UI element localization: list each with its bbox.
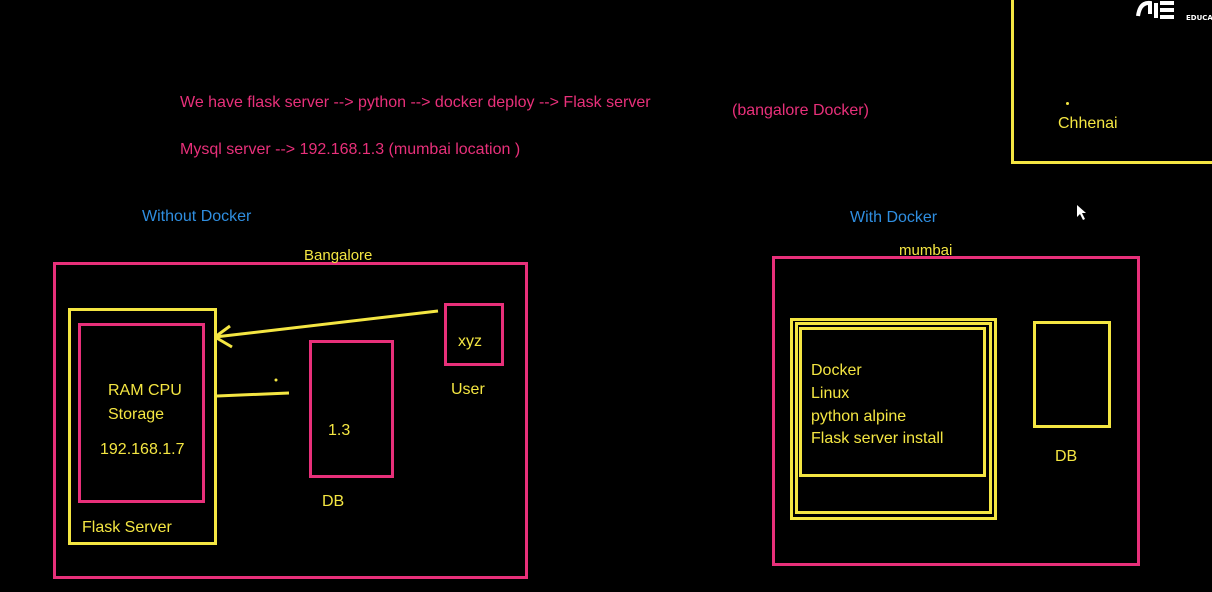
container-line-linux: Linux xyxy=(811,385,850,402)
db-value: 1.3 xyxy=(328,422,351,439)
user-label: User xyxy=(451,381,485,398)
logo-text: EDUCA xyxy=(1186,14,1212,22)
db-label: DB xyxy=(322,493,345,510)
server-ip: 192.168.1.7 xyxy=(100,441,185,458)
flask-server-label: Flask Server xyxy=(82,519,172,536)
bangalore-label: Bangalore xyxy=(304,247,373,264)
arrowhead-upper xyxy=(214,324,231,339)
server-to-db-line xyxy=(216,391,290,398)
server-resources-line2: Storage xyxy=(108,406,165,423)
stray-dot xyxy=(274,378,278,382)
chennai-dot xyxy=(1066,102,1069,105)
without-docker-heading: Without Docker xyxy=(142,208,252,225)
docker-container-box-inner xyxy=(799,327,986,477)
chennai-label: Chhenai xyxy=(1058,115,1118,132)
note-line-1: We have flask server --> python --> dock… xyxy=(180,94,651,111)
mumbai-region-box xyxy=(772,256,1140,566)
flask-server-box xyxy=(68,308,217,545)
mouse-cursor-icon xyxy=(1077,205,1086,220)
arrowhead-lower xyxy=(214,335,233,349)
server-resources-line1: RAM CPU xyxy=(108,382,182,399)
mumbai-db-box xyxy=(1033,321,1111,428)
user-name: xyz xyxy=(458,333,482,350)
note-line-1-suffix: (bangalore Docker) xyxy=(732,102,869,119)
with-docker-heading: With Docker xyxy=(850,209,938,226)
user-to-server-arrow xyxy=(214,309,439,339)
bangalore-region-box xyxy=(53,262,528,579)
docker-host-box xyxy=(790,318,997,520)
container-line-docker: Docker xyxy=(811,362,862,379)
server-resources-box xyxy=(78,323,205,503)
mumbai-db-label: DB xyxy=(1055,448,1078,465)
container-line-flask: Flask server install xyxy=(811,430,944,447)
user-box xyxy=(444,303,504,366)
db-box xyxy=(309,340,394,478)
container-line-python: python alpine xyxy=(811,408,907,425)
chennai-box xyxy=(1011,0,1212,164)
brand-logo: EDUCA xyxy=(1134,0,1212,24)
logo-mark-icon xyxy=(1136,0,1174,19)
note-line-2: Mysql server --> 192.168.1.3 (mumbai loc… xyxy=(180,141,521,158)
docker-container-box-outer xyxy=(795,322,992,514)
mumbai-label: mumbai xyxy=(899,242,953,259)
